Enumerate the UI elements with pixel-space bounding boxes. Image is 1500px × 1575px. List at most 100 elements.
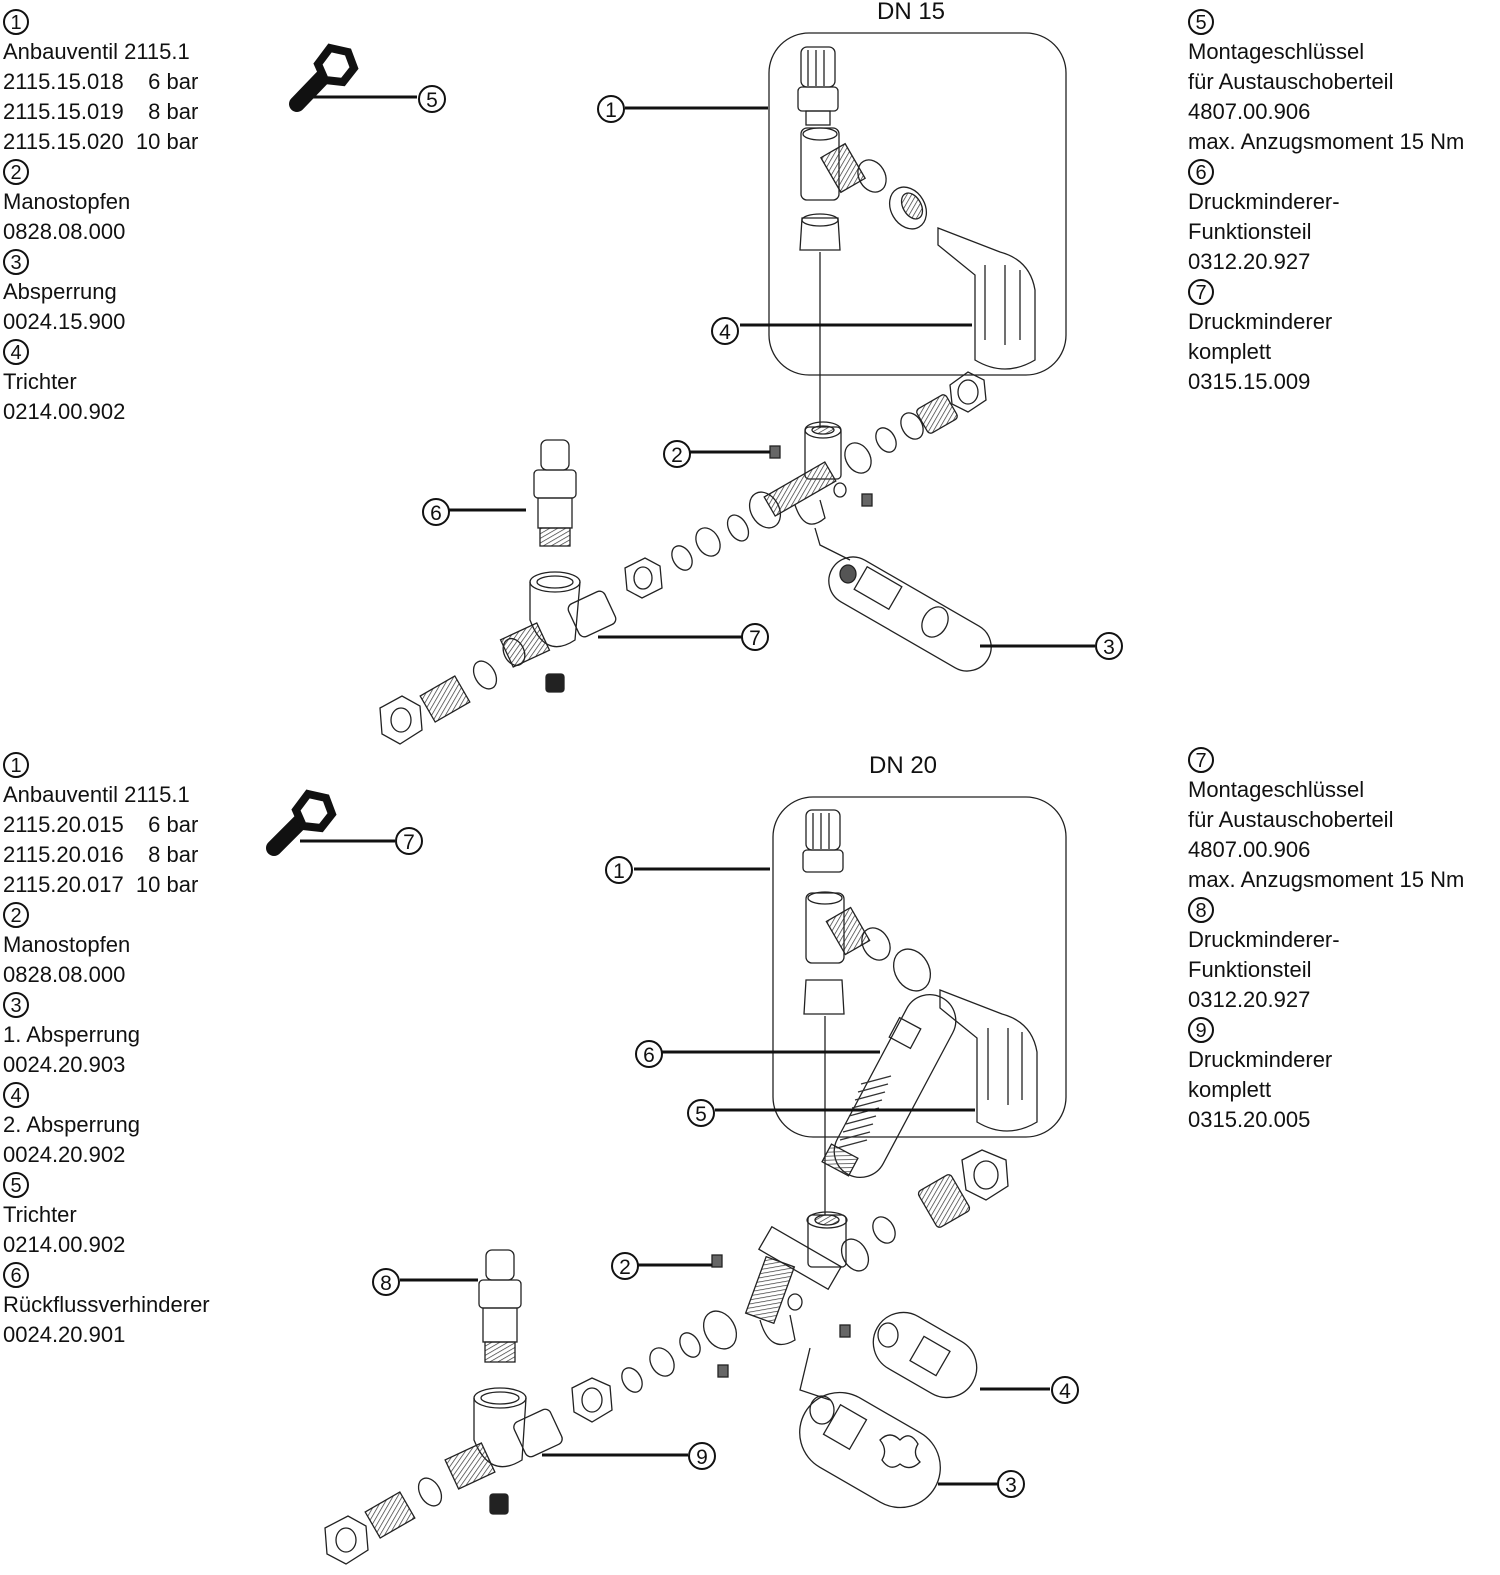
pressure-reducer-body: [444, 1387, 563, 1515]
part-detail: 2115.15.020 10 bar: [3, 129, 199, 154]
callout-4: 4: [711, 317, 739, 345]
section-title-dn20: DN 20: [869, 752, 938, 779]
callout-7: 7: [395, 827, 423, 855]
callout-7: 7: [741, 623, 769, 651]
part-detail: 0214.00.902: [3, 1232, 126, 1257]
part-detail: 0024.15.900: [3, 309, 126, 334]
part-detail: 4807.00.906: [1188, 99, 1311, 124]
part-detail: 0312.20.927: [1188, 987, 1311, 1012]
part-detail: komplett: [1188, 339, 1272, 364]
part-detail: für Austauschoberteil: [1188, 807, 1394, 832]
callout-2: 2: [663, 440, 691, 468]
item-number-badge: 4: [3, 1082, 29, 1108]
pressure-reducer-insert: [533, 439, 577, 547]
part-name: Trichter: [3, 369, 77, 394]
inset-frame: [768, 32, 1067, 376]
valve-top-part: [802, 809, 844, 873]
item-number-badge: 7: [1188, 747, 1214, 773]
section-title-dn15: DN 15: [877, 0, 946, 25]
shutoff-frame: [828, 556, 992, 672]
part-detail: 0828.08.000: [3, 219, 126, 244]
part-detail: 0315.15.009: [1188, 369, 1311, 394]
part-detail: 0828.08.000: [3, 962, 126, 987]
part-name: Montageschlüssel: [1188, 777, 1365, 802]
part-name: 2. Absperrung: [3, 1112, 140, 1137]
valve-body: [702, 1211, 870, 1401]
part-detail: 2115.15.019 8 bar: [3, 99, 199, 124]
funnel: [939, 989, 1038, 1132]
item-number-badge: 5: [1188, 9, 1214, 35]
wrench-icon: [289, 43, 359, 112]
item-number-badge: 3: [3, 992, 29, 1018]
item-number-badge: 3: [3, 249, 29, 275]
part-detail: Funktionsteil: [1188, 957, 1312, 982]
nut: [799, 213, 841, 251]
funnel: [937, 227, 1036, 370]
part-detail: 2115.20.015 6 bar: [3, 812, 199, 837]
part-name: 1. Absperrung: [3, 1022, 140, 1047]
legend-entry: 4 2. Absperrung 0024.20.902: [3, 1080, 210, 1170]
part-detail: 0024.20.902: [3, 1142, 126, 1167]
callout-8: 8: [372, 1268, 400, 1296]
part-detail: 2115.15.018 6 bar: [3, 69, 199, 94]
valve-top-part: [797, 46, 839, 126]
part-name: Rückflussverhinderer: [3, 1292, 210, 1317]
part-detail: Funktionsteil: [1188, 219, 1312, 244]
part-name: Manostopfen: [3, 189, 131, 214]
tee-fitting: [800, 127, 928, 230]
item-number-badge: 8: [1188, 897, 1214, 923]
part-name: Anbauventil 2115.1: [3, 39, 190, 64]
part-name: Absperrung: [3, 279, 117, 304]
part-name: Druckminderer: [1188, 309, 1333, 334]
part-detail: 2115.20.016 8 bar: [3, 842, 199, 867]
part-detail: komplett: [1188, 1077, 1272, 1102]
part-detail: 0024.20.901: [3, 1322, 126, 1347]
pressure-reducer-insert: [478, 1249, 522, 1363]
callout-1: 1: [597, 95, 625, 123]
inset-frame: [772, 796, 1067, 1138]
callout-6: 6: [422, 498, 450, 526]
callout-9: 9: [688, 1442, 716, 1470]
part-name: Trichter: [3, 1202, 77, 1227]
part-detail: 0312.20.927: [1188, 249, 1311, 274]
item-number-badge: 9: [1188, 1017, 1214, 1043]
part-detail: max. Anzugsmoment 15 Nm: [1188, 129, 1465, 154]
item-number-badge: 4: [3, 339, 29, 365]
pressure-reducer-body: [499, 571, 617, 693]
valve-body: [748, 421, 872, 561]
legend-entry: 3 1. Absperrung 0024.20.903: [3, 990, 210, 1080]
part-detail: 0024.20.903: [3, 1052, 126, 1077]
item-number-badge: 1: [3, 752, 29, 778]
item-number-badge: 1: [3, 9, 29, 35]
part-detail: 4807.00.906: [1188, 837, 1311, 862]
part-name: Anbauventil 2115.1: [3, 782, 190, 807]
callout-6: 6: [635, 1040, 663, 1068]
callout-1: 1: [605, 856, 633, 884]
callout-5: 5: [418, 85, 446, 113]
callout-3: 3: [1095, 632, 1123, 660]
wrench-icon: [266, 789, 337, 856]
part-detail: 0214.00.902: [3, 399, 126, 424]
callout-3: 3: [997, 1470, 1025, 1498]
callout-2: 2: [611, 1252, 639, 1280]
part-name: Manostopfen: [3, 932, 131, 957]
part-detail: für Austauschoberteil: [1188, 69, 1394, 94]
item-number-badge: 2: [3, 902, 29, 928]
